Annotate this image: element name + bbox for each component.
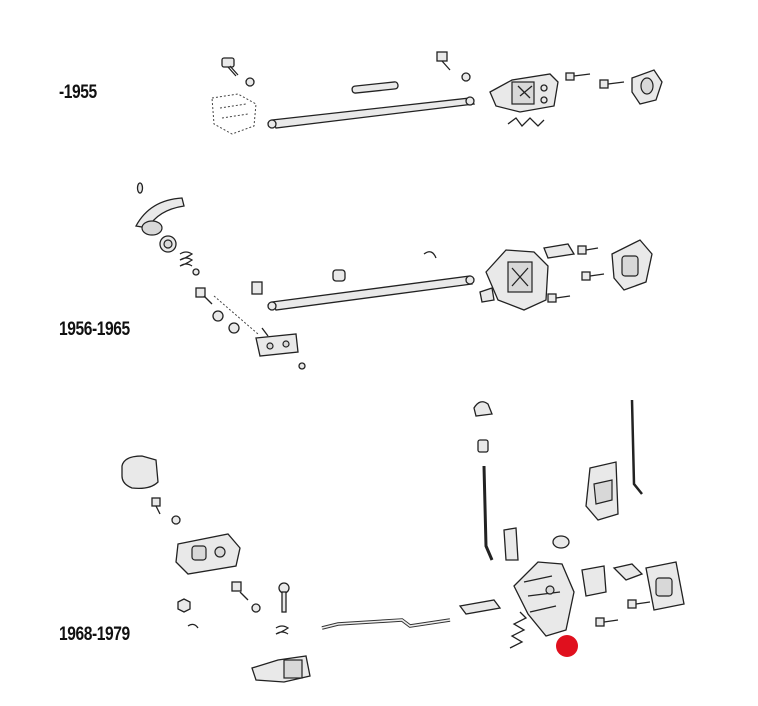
spring-part bbox=[509, 611, 528, 649]
escutcheon-part bbox=[175, 533, 241, 575]
striker-plate-part bbox=[631, 69, 663, 105]
screw-part bbox=[221, 57, 255, 87]
pin-part bbox=[351, 81, 399, 94]
bell-crank-part bbox=[458, 599, 502, 615]
assembly-1956-1965 bbox=[134, 182, 653, 370]
latch-part-1956 bbox=[479, 249, 549, 311]
vertical-rod-part bbox=[473, 401, 494, 561]
linkage-rod-inner bbox=[321, 619, 451, 629]
screw-washer-part bbox=[151, 497, 181, 525]
small-fasteners-part bbox=[503, 527, 570, 561]
outside-handle-part bbox=[134, 197, 185, 236]
assembly-1968-1979 bbox=[121, 399, 685, 683]
pushbutton-stem-part bbox=[275, 582, 290, 635]
knob-part bbox=[332, 269, 346, 282]
latch-part-1968 bbox=[513, 561, 575, 637]
year-label-1956-1965: 1956-1965 bbox=[59, 319, 130, 340]
bolt-washer-part bbox=[195, 287, 259, 335]
lock-cylinder-part bbox=[251, 281, 306, 370]
assembly-1955 bbox=[211, 51, 663, 135]
inside-handle-part bbox=[251, 655, 311, 683]
year-label-1955: -1955 bbox=[59, 82, 97, 103]
latch-part-1955 bbox=[489, 73, 559, 127]
bracket-parts bbox=[581, 563, 651, 627]
bolt-nuts-part bbox=[177, 581, 261, 629]
highlight-marker bbox=[556, 635, 578, 657]
bolt-part bbox=[436, 51, 471, 82]
striker-part-1956 bbox=[611, 239, 653, 291]
latch-plate-part bbox=[585, 461, 619, 521]
long-rod-part-2 bbox=[267, 275, 475, 311]
clip-part bbox=[423, 251, 437, 259]
right-rod-part bbox=[630, 399, 643, 495]
year-label-1968-1979: 1968-1979 bbox=[59, 624, 130, 645]
screw-pair-part bbox=[565, 72, 625, 89]
spring-stack-part bbox=[159, 235, 200, 276]
lever-screws-part bbox=[543, 243, 605, 303]
striker-part-1968 bbox=[645, 561, 685, 611]
small-clip-part bbox=[136, 182, 144, 194]
knob-cap-part bbox=[121, 455, 159, 490]
bracket-outline-part bbox=[211, 93, 257, 135]
long-rod-part bbox=[267, 96, 476, 129]
